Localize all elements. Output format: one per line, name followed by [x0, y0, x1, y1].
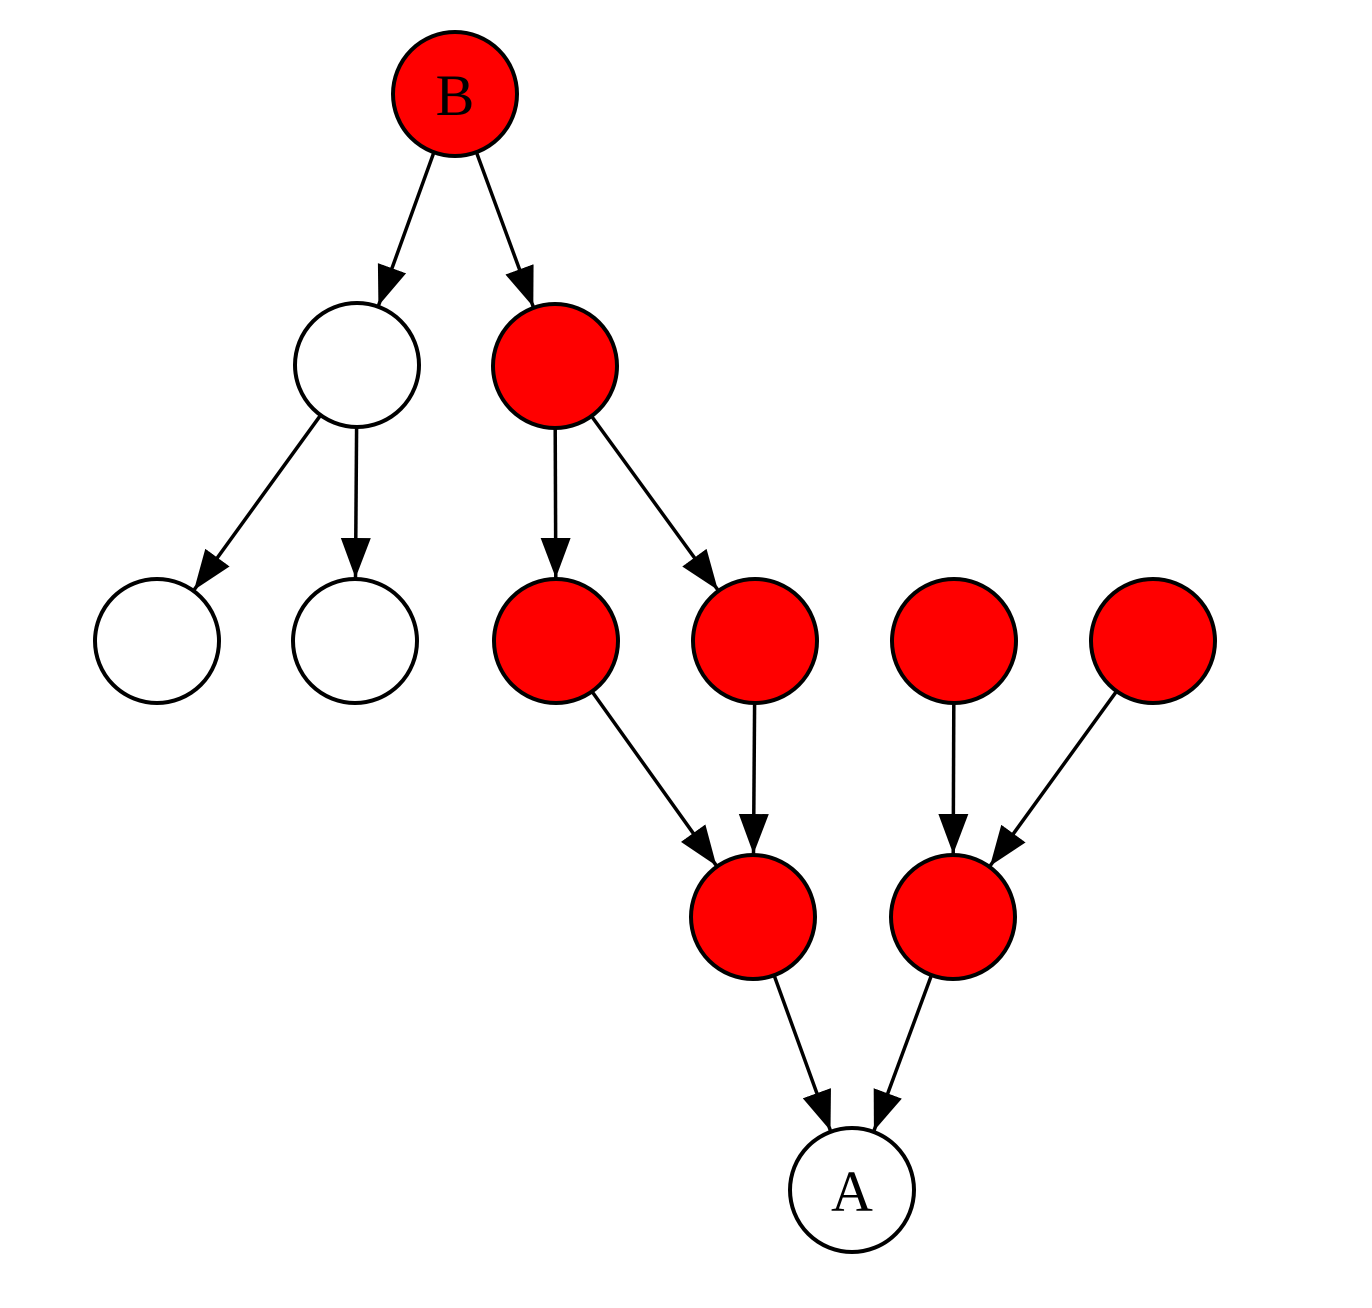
edge-L2a-to-L3b: [340, 426, 371, 579]
node-circle-L2a: [293, 301, 421, 429]
edge-L2a-to-L3a: [192, 414, 323, 592]
node-circle-L3f: [1089, 577, 1217, 705]
graph-node-L4b: [889, 853, 1017, 981]
graph-node-L3f: [1089, 577, 1217, 705]
edge-L3e-to-L4b: [938, 702, 969, 855]
edge-L4a-to-A: [772, 974, 833, 1132]
graph-node-L3d: [691, 577, 819, 705]
edge-L3f-to-L4b: [988, 690, 1119, 868]
node-circle-B: [391, 30, 519, 158]
node-label-A: A: [831, 1159, 873, 1224]
graph-node-A: A: [788, 1126, 916, 1254]
node-circle-L3c: [492, 577, 620, 705]
edge-L2b-to-L3c: [540, 427, 571, 579]
edge-B-to-L2a: [376, 151, 436, 307]
node-circle-L3a: [93, 577, 221, 705]
node-circle-L4b: [889, 853, 1017, 981]
graph-node-L3a: [93, 577, 221, 705]
edge-L3c-to-L4a: [590, 690, 718, 867]
node-circle-L4a: [689, 853, 817, 981]
node-label-B: B: [436, 63, 475, 128]
node-circle-A: [788, 1126, 916, 1254]
node-circle-L3d: [691, 577, 819, 705]
node-circle-L3b: [291, 577, 419, 705]
edges-layer: [192, 151, 1119, 1132]
graph-node-L3e: [890, 577, 1018, 705]
graph-node-B: B: [391, 30, 519, 158]
node-circle-L2b: [491, 302, 619, 430]
edge-L4b-to-A: [872, 974, 934, 1132]
graph-node-L3c: [492, 577, 620, 705]
edge-L3d-to-L4a: [738, 702, 769, 855]
nodes-layer: BA: [93, 30, 1217, 1254]
edge-B-to-L2b: [474, 151, 535, 308]
graph-node-L3b: [291, 577, 419, 705]
graph-node-L4a: [689, 853, 817, 981]
node-circle-L3e: [890, 577, 1018, 705]
edge-L2b-to-L3d: [590, 415, 720, 592]
graph-node-L2a: [293, 301, 421, 429]
graph-node-L2b: [491, 302, 619, 430]
